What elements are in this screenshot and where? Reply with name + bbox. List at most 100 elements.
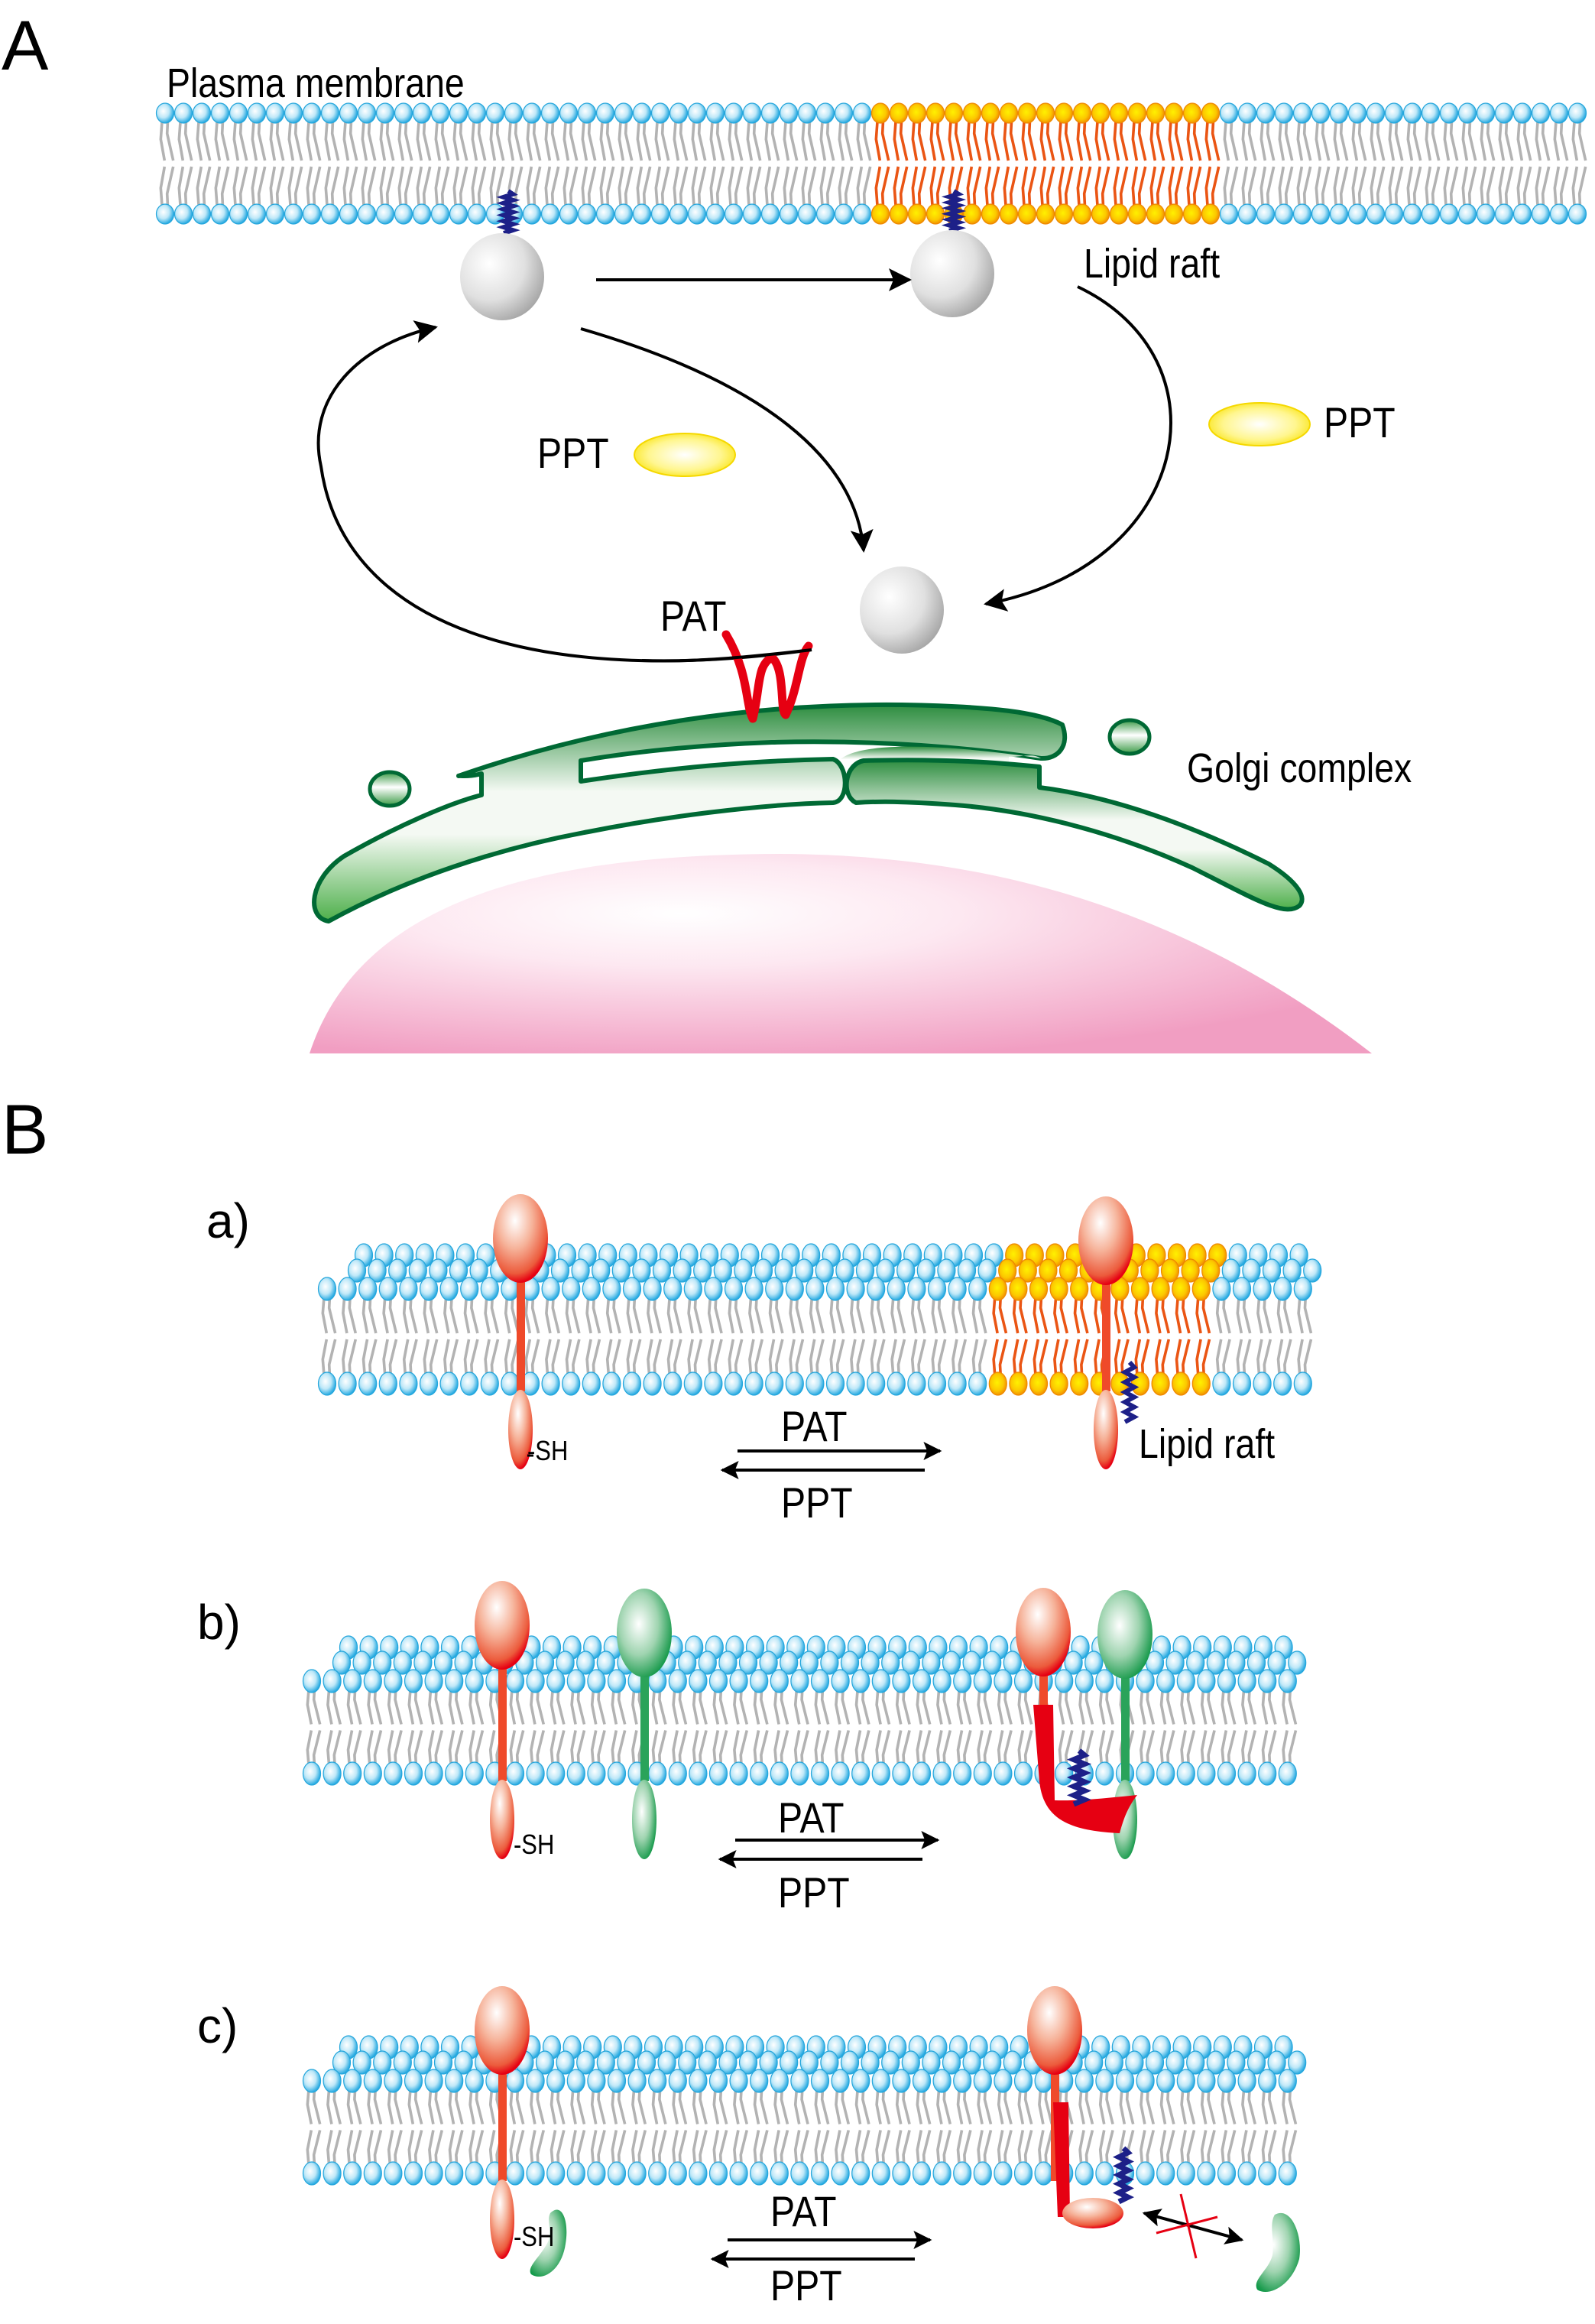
lipid-tail [709,166,717,209]
lipid-tail [956,1730,964,1769]
lipid-head [765,1371,784,1396]
lipid-head [871,1669,890,1693]
lipid-tail [752,118,762,161]
lipid-tail [504,1339,511,1379]
lipid-tail [1278,166,1285,209]
lipid-head [962,102,982,124]
lipid-tail [618,118,625,161]
lipid-head-back [855,1258,875,1283]
lipid-head-back [718,2050,738,2075]
lipid-head [343,2069,362,2093]
lipid-head [981,203,1000,225]
lipid-head [704,1277,723,1301]
lipid-tail [385,166,395,209]
lipid-head-back [1246,1650,1266,1675]
lipid-head [323,1761,342,1786]
lipid-head-back [1140,1258,1159,1283]
lipid-tail [407,1730,415,1769]
lipid-head-back [1262,1258,1282,1283]
lipid-tail [844,118,854,161]
lipid-tail [1101,166,1110,209]
lipid-tail [1094,166,1102,209]
lipid-head [834,102,854,124]
lipid-tail [1113,118,1120,161]
lipid-tail [545,1339,552,1379]
lipid-head [582,1277,601,1301]
lipid-tail [257,118,267,161]
row-a-pat-label: PAT [781,1402,848,1450]
lipid-head [284,203,303,225]
lipid-head [582,1371,601,1396]
lipid-tail [1200,2130,1208,2169]
lipid-head-back [1303,1258,1322,1283]
lipid-head [668,1761,687,1786]
palmitate-chain [1120,1360,1140,1424]
lipid-head [744,1371,763,1396]
lipid-tail [214,166,222,209]
lipid-tail [1027,166,1037,209]
lipid-head [1029,1277,1049,1301]
lipid-head [871,1761,890,1786]
lipid-head [317,1277,337,1301]
lipid-head [852,203,872,225]
lipid-tail [1192,166,1202,209]
lipid-tail [709,118,717,161]
lipid-head [846,1277,865,1301]
lipid-tail [1406,166,1414,209]
lipid-tail [951,1293,958,1334]
lipid-head [559,203,579,225]
lipid-head [708,1669,728,1693]
lipid-tail [238,118,248,161]
lipid-tail [793,2085,801,2124]
lipid-tail [1351,118,1359,161]
lipid-tail [1370,118,1377,161]
lipid-head-back [1165,1650,1185,1675]
lipid-tail [1236,1293,1243,1334]
lipid-tail [1215,1339,1223,1379]
lipid-tail [1276,1293,1284,1334]
protein-extracellular-domain [1016,1588,1071,1676]
lipid-head [744,1277,763,1301]
lipid-tail [550,166,560,209]
lipid-head-back [799,1650,819,1675]
lipid-tail [626,1339,634,1379]
lipid-head [797,102,817,124]
lipid-tail [1098,2085,1106,2124]
golgi-cisterna-left [312,702,1068,923]
lipid-head [375,102,395,124]
lipid-head [412,102,432,124]
lipid-head [1197,2069,1216,2093]
panel-a-cycle [316,189,1311,663]
lipid-head [358,1371,378,1396]
lipid-tail [1315,166,1322,209]
lipid-head-back [759,2050,778,2075]
lipid-head [926,203,945,225]
lipid-tail [783,118,790,161]
protein-bent-cytoplasmic-domain [1033,1705,1137,1833]
lipid-tail [899,118,909,161]
lipid-tail [321,1293,329,1334]
lipid-head [892,2161,911,2186]
lipid-tail [773,1730,780,1769]
lipid-head [1531,203,1551,225]
lipid-head [1258,1761,1277,1786]
lipid-head [834,203,854,225]
lipid-tail [367,1686,374,1725]
lipid-tail [990,166,1000,209]
lipid-head-back [1282,1258,1302,1283]
lipid-head [724,1277,744,1301]
lipid-tail [1256,1339,1263,1379]
lipid-head [1091,102,1110,124]
lipid-tail [931,1293,939,1334]
lipid-tail [570,2085,577,2124]
lipid-head [173,203,193,225]
lipid-tail [468,2085,475,2124]
lipid-head-back [576,2050,595,2075]
lipid-tail [801,118,809,161]
lipid-tail [306,2085,313,2124]
lipid-tail [202,118,212,161]
lipid-tail [631,2085,638,2124]
lipid-head [302,102,322,124]
lipid-tail [1159,1730,1167,1769]
lipid-tail [814,1730,822,1769]
